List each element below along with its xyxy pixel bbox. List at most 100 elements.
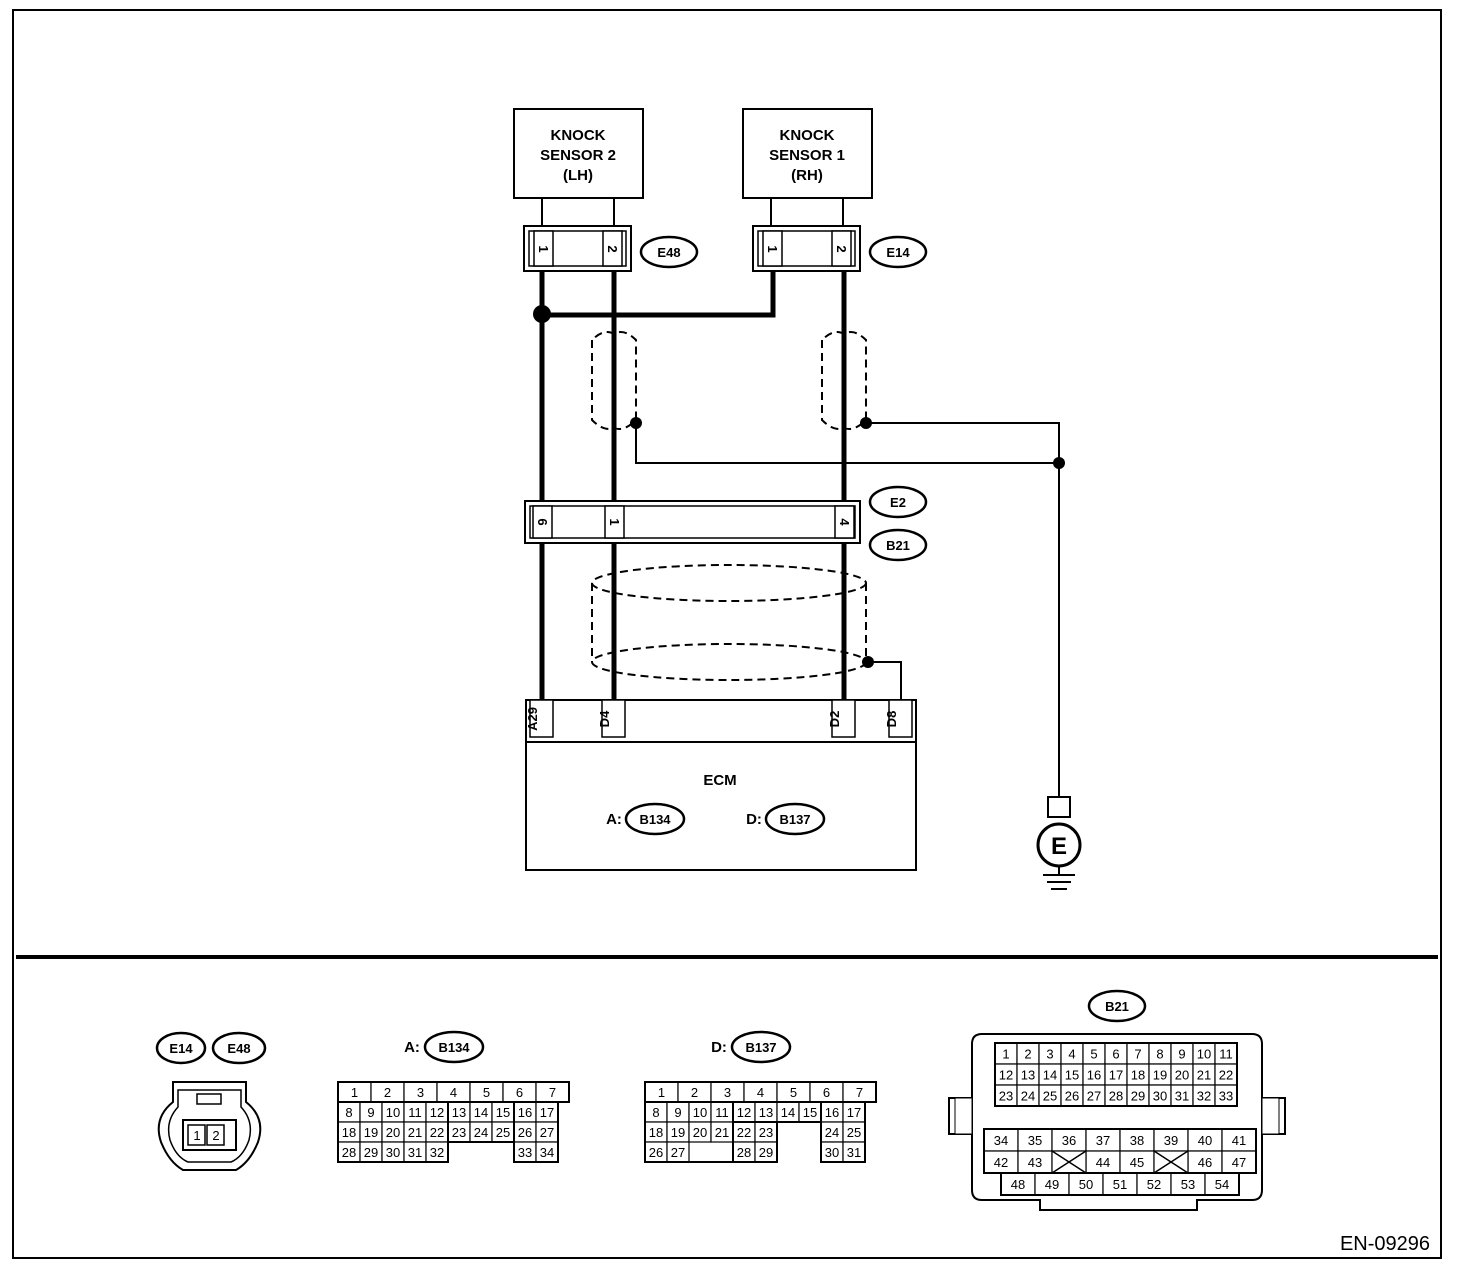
b137-pin-20: 20	[693, 1125, 707, 1140]
b21-pin-7: 7	[1134, 1047, 1141, 1062]
b134-pin-16: 16	[518, 1105, 532, 1120]
b137-pin-28: 28	[737, 1145, 751, 1160]
b134-pin-12: 12	[430, 1105, 444, 1120]
face-e14-pin-2: 2	[212, 1128, 219, 1143]
pin-group-outline	[513, 1101, 559, 1163]
b134-pin-3: 3	[417, 1085, 424, 1100]
b21-pin-53: 53	[1181, 1177, 1195, 1192]
joint-pin-6: 6	[535, 518, 550, 525]
b21-pin-45: 45	[1130, 1155, 1144, 1170]
b21-pin-33: 33	[1219, 1089, 1233, 1104]
b134-pin-23: 23	[452, 1125, 466, 1140]
b137-id: B137	[745, 1040, 776, 1055]
b134-pin-29: 29	[364, 1145, 378, 1160]
figure-code: EN-09296	[1340, 1233, 1430, 1255]
b21-pin-6: 6	[1112, 1047, 1119, 1062]
b21-pin-31: 31	[1175, 1089, 1189, 1104]
b21-pin-54: 54	[1215, 1177, 1229, 1192]
b137-pin-21: 21	[715, 1125, 729, 1140]
pin-group-outline	[732, 1121, 778, 1163]
b137-pin-15: 15	[803, 1105, 817, 1120]
b137-pin-7: 7	[856, 1085, 863, 1100]
connector-e14: 1 2 E14	[752, 225, 928, 272]
ecm-conn-d-id: B137	[779, 812, 810, 827]
b137-pin-22: 22	[737, 1125, 751, 1140]
b21-pin-25: 25	[1043, 1089, 1057, 1104]
b21-id: B21	[886, 538, 910, 553]
b21-pin-26: 26	[1065, 1089, 1079, 1104]
ks2-label-2: SENSOR 2	[540, 147, 616, 164]
b134-pin-34: 34	[540, 1145, 554, 1160]
face-e14-id: E14	[169, 1041, 193, 1056]
b137-pin-24: 24	[825, 1125, 839, 1140]
b137-pin-25: 25	[847, 1125, 861, 1140]
ecm-unit: A29 D4 D2 D8 ECM A: B134 D: B137	[525, 699, 917, 871]
ecm-pin-d8: D8	[884, 711, 899, 728]
wires	[539, 271, 847, 700]
b134-pin-26: 26	[518, 1125, 532, 1140]
b137-pin-13: 13	[759, 1105, 773, 1120]
b21-pin-32: 32	[1197, 1089, 1211, 1104]
b134-pin-22: 22	[430, 1125, 444, 1140]
pin-group-outline	[820, 1101, 866, 1163]
b134-pin-28: 28	[342, 1145, 356, 1160]
ecm-pin-a29: A29	[525, 707, 540, 731]
e48-pin-1: 1	[536, 245, 551, 252]
b137-pin-10: 10	[693, 1105, 707, 1120]
pin-group-outline	[1000, 1172, 1240, 1196]
ecm-conn-a-prefix: A:	[606, 811, 622, 828]
b21-pin-14: 14	[1043, 1068, 1057, 1083]
b134-pin-6: 6	[516, 1085, 523, 1100]
b134-pin-21: 21	[408, 1125, 422, 1140]
b134-pin-8: 8	[345, 1105, 352, 1120]
b21-pin-3: 3	[1046, 1047, 1053, 1062]
ks1-label-2: SENSOR 1	[769, 147, 845, 164]
b137-pin-23: 23	[759, 1125, 773, 1140]
b21-pin-47: 47	[1232, 1155, 1246, 1170]
b21-pin-12: 12	[999, 1068, 1013, 1083]
b21-pin-21: 21	[1197, 1068, 1211, 1083]
b137-pin-5: 5	[790, 1085, 797, 1100]
b21-pin-49: 49	[1045, 1177, 1059, 1192]
ks1-label-3: (RH)	[791, 167, 823, 184]
ecm-title: ECM	[703, 772, 736, 789]
e48-pin-2: 2	[605, 245, 620, 252]
b137-pin-9: 9	[674, 1105, 681, 1120]
b134-pin-5: 5	[483, 1085, 490, 1100]
b137-pin-3: 3	[724, 1085, 731, 1100]
page-frame	[12, 9, 1442, 1259]
b137-pin-2: 2	[691, 1085, 698, 1100]
b134-pin-10: 10	[386, 1105, 400, 1120]
b21-pin-5: 5	[1090, 1047, 1097, 1062]
b134-pin-13: 13	[452, 1105, 466, 1120]
b134-pin-15: 15	[496, 1105, 510, 1120]
b21-pin-36: 36	[1062, 1133, 1076, 1148]
b134-pin-17: 17	[540, 1105, 554, 1120]
ground-symbol: E	[1036, 796, 1082, 890]
ks2-label-3: (LH)	[563, 167, 593, 184]
b21-pin-4: 4	[1068, 1047, 1075, 1062]
b134-pin-14: 14	[474, 1105, 488, 1120]
ecm-pin-d4: D4	[597, 710, 612, 727]
b137-pin-17: 17	[847, 1105, 861, 1120]
b21-pin-8: 8	[1156, 1047, 1163, 1062]
face-e48-id: E48	[227, 1041, 250, 1056]
drain-junction	[1053, 457, 1065, 469]
b137-pin-27: 27	[671, 1145, 685, 1160]
b134-prefix: A:	[404, 1039, 420, 1056]
b21-pin-48: 48	[1011, 1177, 1025, 1192]
e14-id: E14	[886, 245, 910, 260]
b21-pin-38: 38	[1130, 1133, 1144, 1148]
b134-pin-19: 19	[364, 1125, 378, 1140]
ks1-label-1: KNOCK	[780, 127, 835, 144]
b21-pin-15: 15	[1065, 1068, 1079, 1083]
joint-pin-4: 4	[837, 518, 852, 526]
b21-pin-16: 16	[1087, 1068, 1101, 1083]
b137-pin-18: 18	[649, 1125, 663, 1140]
